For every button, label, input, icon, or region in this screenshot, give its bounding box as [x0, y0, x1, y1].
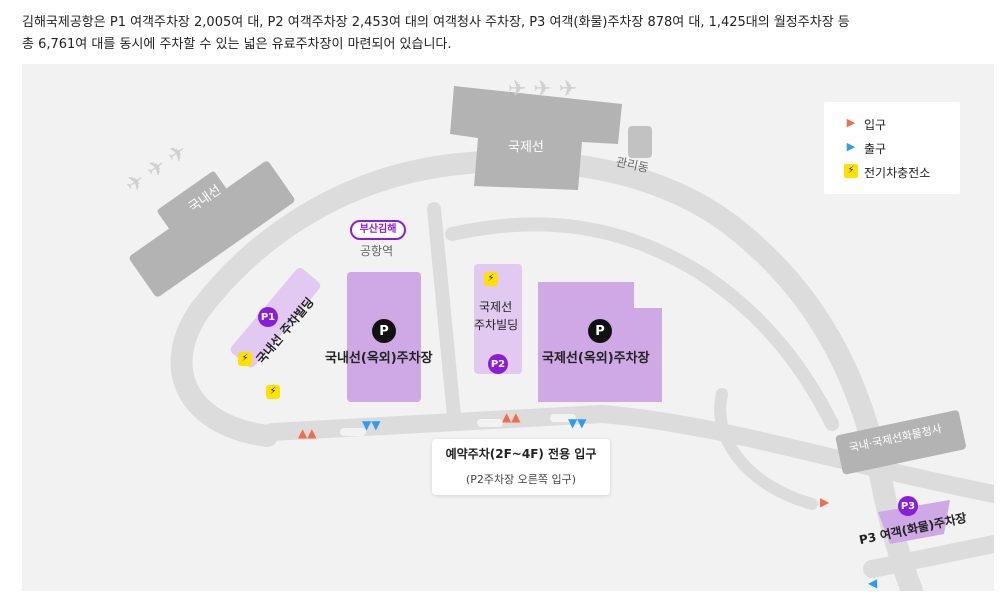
entrance-arrow-icon: ▲▲ [298, 426, 317, 440]
parking-icon: P [588, 319, 612, 343]
ev-charger-icon: ⚡ [266, 385, 280, 399]
callout-subtitle: (P2주차장 오른쪽 입구) [465, 473, 577, 486]
reservation-entrance-callout: 예약주차(2F~4F) 전용 입구 (P2주차장 오른쪽 입구) [432, 439, 610, 495]
international-terminal [450, 86, 652, 190]
road-p3 [863, 535, 994, 578]
international-outdoor-label: 국제선(옥외)주차장 [542, 351, 650, 366]
domestic-terminal [129, 161, 295, 297]
exit-arrow-icon: ◀ [868, 576, 878, 590]
p2-building-shape [474, 264, 522, 374]
p1-badge: P1 [258, 307, 278, 327]
parking-icon: P [372, 319, 396, 343]
exit-arrow-icon: ▼▼ [362, 418, 381, 432]
station-badge: 부산김해 [350, 220, 406, 240]
legend-ev: ⚡ 전기차충전소 [844, 164, 930, 181]
airport-parking-map: ✈ ✈ ✈ ✈ ✈ ✈ ▲▲ ▲▲ ▼▼ ▼▼ ▶ ◀ 국내선 국제선 관리동 … [22, 64, 994, 591]
map-legend: ▶ 입구 ▶ 출구 ⚡ 전기차충전소 [824, 102, 960, 194]
road-branch [714, 388, 818, 510]
road-front [263, 405, 994, 503]
cargo-terminal [835, 410, 966, 475]
exit-arrow-icon: ▼▼ [568, 416, 587, 430]
station-name: 공항역 [360, 244, 394, 258]
entrance-arrow-icon: ▶ [846, 116, 856, 129]
exit-arrow-icon: ▶ [846, 140, 856, 153]
entrance-arrow-icon: ▶ [820, 495, 830, 509]
intro-line-1: 김해국제공항은 P1 여객주차장 2,005여 대, P2 여객주차장 2,45… [22, 15, 850, 30]
svg-text:✈ ✈ ✈: ✈ ✈ ✈ [121, 139, 192, 199]
intro-text: 김해국제공항은 P1 여객주차장 2,005여 대, P2 여객주차장 2,45… [22, 12, 982, 56]
legend-exit: ▶ 출구 [847, 140, 886, 157]
p3-lot-shape [878, 500, 950, 544]
ev-charger-icon: ⚡ [238, 352, 252, 366]
ev-charger-icon: ⚡ [844, 164, 858, 178]
p2-label-line2: 주차빌딩 [474, 318, 519, 332]
international-terminal-label: 국제선 [508, 140, 544, 155]
p2-label-line1: 국제선 [479, 300, 513, 314]
domestic-outdoor-label: 국내선(옥외)주차장 [325, 351, 433, 366]
ev-charger-icon: ⚡ [484, 272, 498, 286]
intro-line-2: 총 6,761여 대를 동시에 주차할 수 있는 넓은 유료주차장이 마련되어 … [22, 37, 452, 52]
road-center [427, 202, 461, 423]
svg-text:✈ ✈ ✈: ✈ ✈ ✈ [508, 77, 577, 102]
p2-badge: P2 [488, 354, 508, 374]
callout-title: 예약주차(2F~4F) 전용 입구 [445, 447, 597, 461]
p3-badge: P3 [898, 496, 918, 516]
map-canvas: ✈ ✈ ✈ ✈ ✈ ✈ ▲▲ ▲▲ ▼▼ ▼▼ ▶ ◀ [121, 77, 994, 591]
road-inner [445, 217, 839, 431]
legend-entrance: ▶ 입구 [847, 116, 886, 133]
entrance-arrow-icon: ▲▲ [502, 410, 521, 424]
